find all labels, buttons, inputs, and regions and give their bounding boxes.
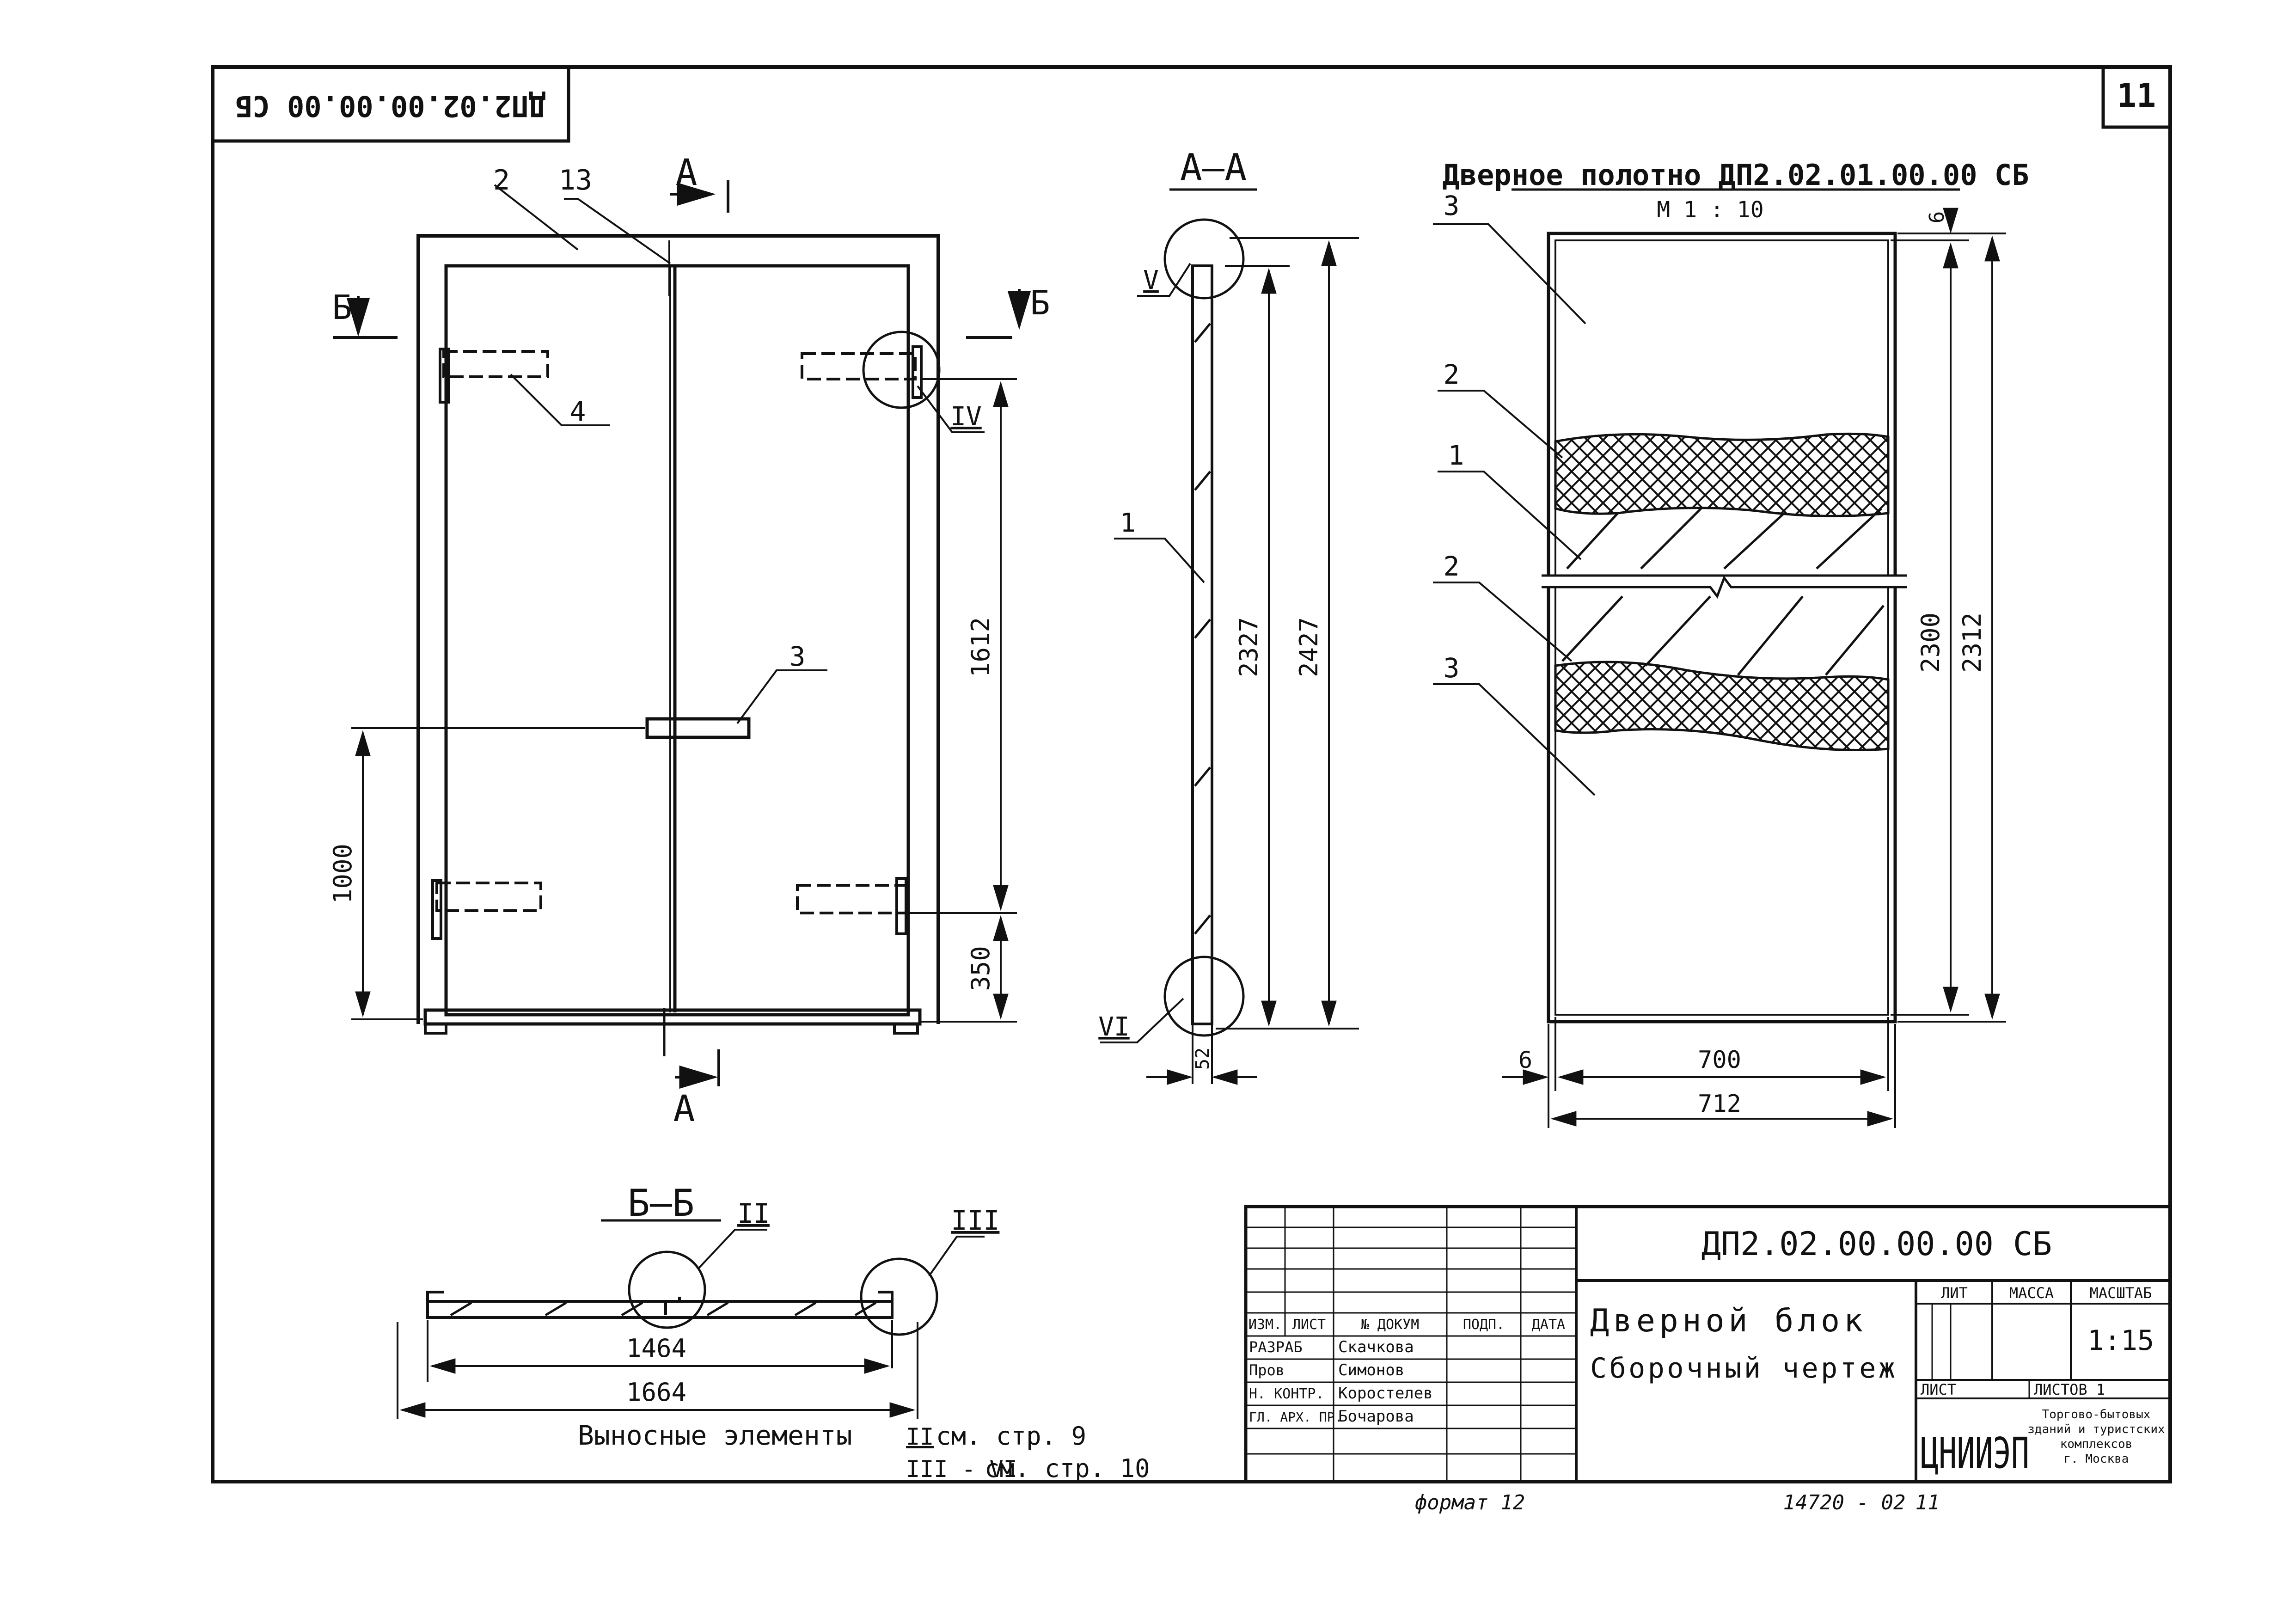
callout-iv: IV: [950, 402, 981, 432]
dim-2327: 2327: [1234, 617, 1263, 677]
callout-13: 13: [559, 164, 592, 196]
leaf-callout-3-top: 3: [1444, 190, 1460, 221]
leaf-callout-2-top: 2: [1444, 359, 1460, 390]
role-razrab: РАЗРАБ: [1249, 1338, 1303, 1356]
title-doc-type: Сборочный чертеж: [1590, 1352, 1895, 1385]
callout-3: 3: [789, 641, 806, 672]
role-prov: Пров: [1249, 1361, 1285, 1379]
dim-1000: 1000: [328, 844, 357, 904]
dim-1464: 1464: [626, 1334, 686, 1363]
sheet-frame: [211, 65, 2172, 1483]
callout-1-aa: 1: [1120, 508, 1136, 538]
callout-2: 2: [493, 164, 510, 196]
section-aa-title: А—А: [1180, 146, 1247, 189]
sheet-number: 11: [2117, 77, 2156, 115]
name-nkontr: Коростелев: [1338, 1384, 1433, 1403]
dim-6-top: 6: [1925, 211, 1949, 224]
col-izm: ИЗМ.: [1248, 1317, 1282, 1333]
org-line-4: г. Москва: [2064, 1452, 2129, 1466]
org-line-2: зданий и туристских: [2027, 1422, 2165, 1436]
front-view: [333, 180, 1031, 1089]
section-mark-a-top: А: [676, 152, 698, 194]
role-glarh: ГЛ. АРХ. ПР.: [1249, 1410, 1342, 1425]
door-leaf-view: [1433, 188, 2006, 1128]
listov-label: ЛИСТОВ 1: [2034, 1381, 2105, 1398]
dim-712: 712: [1698, 1090, 1741, 1118]
format-label: формат 12: [1415, 1491, 1525, 1514]
list-label: ЛИСТ: [1921, 1381, 1956, 1398]
col-data: ДАТА: [1532, 1317, 1565, 1333]
role-nkontr: Н. КОНТР.: [1249, 1386, 1324, 1402]
leaf-callout-1: 1: [1448, 440, 1464, 471]
remote-elements-note: Выносные элементы: [578, 1420, 852, 1451]
dim-700: 700: [1698, 1046, 1741, 1074]
dim-350: 350: [966, 946, 995, 991]
dim-2312: 2312: [1958, 613, 1987, 673]
section-bb-title: Б—Б: [628, 1182, 695, 1225]
col-ndok: № ДОКУМ: [1361, 1317, 1419, 1333]
title-product-name: Дверной блок: [1590, 1303, 1863, 1339]
dim-1664: 1664: [626, 1378, 686, 1407]
callout-ii: II: [737, 1198, 770, 1229]
name-glarh: Бочарова: [1338, 1407, 1414, 1426]
callout-4: 4: [570, 396, 586, 427]
dim-1612: 1612: [966, 617, 995, 677]
org-logo: ЦНИИЭП: [1921, 1428, 2029, 1478]
callout-vi: VI: [1098, 1012, 1129, 1042]
dim-52: 52: [1192, 1048, 1213, 1070]
scale-label: МАСШТАБ: [2090, 1284, 2152, 1302]
dim-6-bottom: 6: [1518, 1047, 1532, 1073]
lit-label: ЛИТ: [1941, 1284, 1968, 1302]
mass-label: МАССА: [2009, 1284, 2054, 1302]
col-list: ЛИСТ: [1292, 1317, 1326, 1333]
name-razrab: Скачкова: [1338, 1338, 1414, 1356]
section-mark-b-left: Б: [332, 288, 352, 327]
org-line-1: Торгово-бытовых: [2042, 1408, 2151, 1422]
title-doc-code: ДП2.02.00.00.00 СБ: [1701, 1225, 2052, 1263]
note-page-9: см. стр. 9: [936, 1422, 1086, 1451]
note-ref-ii: II: [906, 1423, 934, 1450]
dim-2300: 2300: [1916, 613, 1945, 673]
section-aa: [1100, 188, 1359, 1085]
title-block: [1244, 1205, 2172, 1483]
callout-iii: III: [951, 1205, 1000, 1236]
door-leaf-title: Дверное полотно ДП2.02.01.00.00 СБ: [1442, 158, 2029, 192]
section-mark-a-bottom: А: [673, 1088, 695, 1130]
door-leaf-scale: М 1 : 10: [1657, 197, 1763, 223]
leaf-callout-3-bottom: 3: [1444, 652, 1460, 684]
stamp-code-rotated: ДП2.02.00.00.00 СБ: [235, 89, 546, 123]
dim-2427: 2427: [1294, 617, 1323, 677]
note-page-10: см. стр. 10: [985, 1454, 1150, 1483]
name-prov: Симонов: [1338, 1361, 1404, 1379]
section-bb: [397, 1219, 985, 1419]
archive-sheet: 11: [1916, 1491, 1940, 1514]
col-podp: ПОДП.: [1463, 1317, 1505, 1333]
leaf-callout-2-bottom: 2: [1444, 551, 1460, 582]
section-mark-b-right: Б: [1030, 283, 1050, 322]
note-ref-iii-vi: III - VI: [906, 1456, 1017, 1483]
scale-value: 1:15: [2087, 1324, 2154, 1357]
archive-number: 14720 - 02: [1783, 1491, 1906, 1514]
org-line-3: комплексов: [2060, 1437, 2133, 1451]
callout-v: V: [1143, 265, 1159, 295]
